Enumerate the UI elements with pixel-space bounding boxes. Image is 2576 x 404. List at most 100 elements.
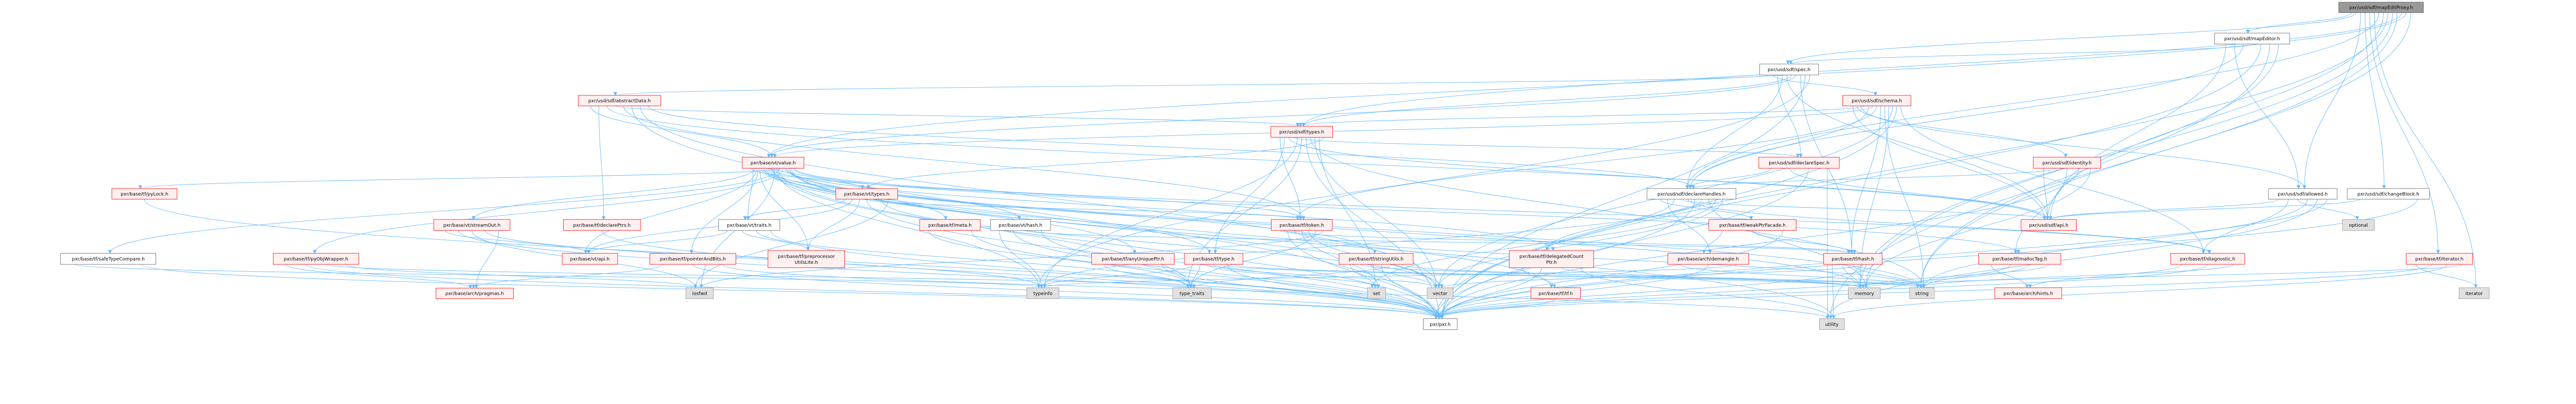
- node-tf-type[interactable]: pxr/base/tf/type.h: [1184, 253, 1243, 265]
- edge-root-to-allowed: [2302, 12, 2361, 189]
- node-change-block[interactable]: pxr/usd/sdf/changeBlock.h: [2347, 188, 2430, 199]
- edge-identity-to-malloc-tag: [2013, 168, 2067, 254]
- edge-map-editor-to-pxr: [1434, 44, 2261, 319]
- node-tf-hash[interactable]: pxr/base/tf/hash.h: [1823, 253, 1883, 265]
- node-box: [1026, 287, 1059, 299]
- node-iosfwd[interactable]: iosfwd: [685, 287, 714, 299]
- edge-stream-out-to-typeinfo: [485, 230, 1044, 289]
- node-weak-ptr-facade[interactable]: pxr/base/tf/weakPtrFacade.h: [1708, 219, 1797, 231]
- node-meta[interactable]: pxr/base/tf/meta.h: [919, 219, 981, 231]
- edge-schema-to-token: [1295, 106, 1877, 220]
- node-box: [768, 250, 845, 268]
- node-sdf-types[interactable]: pxr/usd/sdf/types.h: [1270, 126, 1333, 138]
- node-declare-handles[interactable]: pxr/usd/sdf/declareHandles.h: [1647, 188, 1736, 199]
- node-iterator-h[interactable]: pxr/base/tf/iterator.h: [2405, 253, 2473, 265]
- node-pragmas[interactable]: pxr/base/arch/pragmas.h: [435, 288, 514, 299]
- node-vt-hash[interactable]: pxr/base/vt/hash.h: [990, 219, 1051, 231]
- node-diagnostic[interactable]: pxr/base/tf/diagnostic.h: [2170, 253, 2245, 265]
- edge-malloc-tag-to-pxr: [1434, 264, 2030, 319]
- edge-any-unique-ptr-to-type-traits: [1104, 264, 1193, 289]
- node-typeinfo[interactable]: typeinfo: [1026, 287, 1059, 299]
- node-schema[interactable]: pxr/usd/sdf/schema.h: [1842, 95, 1911, 106]
- node-identity[interactable]: pxr/usd/sdf/identity.h: [2033, 157, 2101, 169]
- node-malloc-tag[interactable]: pxr/base/tf/mallocTag.h: [1978, 253, 2061, 265]
- edge-traits-to-preprocessor-utils-lite: [741, 230, 810, 251]
- edge-safe-type-compare-to-typeinfo: [74, 264, 1043, 289]
- node-any-unique-ptr[interactable]: pxr/base/tf/anyUniquePtr.h: [1091, 253, 1175, 265]
- node-label: pxr/base/vt/traits.h: [727, 223, 771, 228]
- node-label: pxr/usd/sdf/api.h: [2029, 223, 2069, 228]
- node-pointer-and-bits[interactable]: pxr/base/tf/pointerAndBits.h: [649, 253, 736, 265]
- node-allowed[interactable]: pxr/usd/sdf/allowed.h: [2268, 188, 2337, 199]
- node-value[interactable]: pxr/base/vt/value.h: [742, 157, 804, 169]
- node-set[interactable]: set: [1367, 287, 1386, 299]
- node-label: utility: [1825, 322, 1839, 327]
- edge-meta-to-type-traits: [928, 230, 1196, 289]
- node-layer: pxr/usd/sdf/mapEditProxy.hpxr/usd/sdf/ma…: [60, 2, 2489, 330]
- node-box: [990, 219, 1051, 231]
- edge-tf-hash-to-vector: [1440, 264, 1863, 289]
- node-box: [1978, 253, 2061, 265]
- node-abstract-data[interactable]: pxr/usd/sdf/abstractData.h: [578, 95, 662, 106]
- node-label: pxr/base/tf/pointerAndBits.h: [660, 257, 726, 262]
- edge-map-editor-to-spec: [1789, 44, 2252, 64]
- node-string-utils[interactable]: pxr/base/tf/stringUtils.h: [1338, 253, 1414, 265]
- edge-map-editor-to-declare-handles: [1688, 44, 2244, 189]
- node-label: pxr/base/tf/hash.h: [1832, 257, 1874, 262]
- edge-any-unique-ptr-to-pxr: [1161, 264, 1444, 319]
- node-label: pxr/base/tf/safeTypeCompare.h: [72, 257, 144, 262]
- node-box: [1423, 318, 1458, 330]
- edge-vt-hash-to-typeinfo: [999, 230, 1044, 289]
- edge-weak-ptr-facade-to-tf-hash: [1752, 230, 1854, 254]
- node-vt-types[interactable]: pxr/base/vt/types.h: [835, 188, 898, 199]
- node-label: pxr/usd/sdf/declareSpec.h: [1769, 161, 1829, 166]
- node-iterator[interactable]: iterator: [2459, 287, 2489, 299]
- node-safe-type-compare[interactable]: pxr/base/tf/safeTypeCompare.h: [60, 253, 156, 265]
- node-label: pxr/base/tf/tf.h: [1538, 291, 1573, 296]
- node-pxr[interactable]: pxr/pxr.h: [1423, 318, 1458, 330]
- node-map-editor[interactable]: pxr/usd/sdf/mapEditor.h: [2214, 32, 2290, 44]
- node-label: pxr/usd/sdf/types.h: [1279, 130, 1324, 135]
- edge-value-to-safe-type-compare: [108, 168, 780, 254]
- edge-spec-to-schema: [1773, 75, 1877, 96]
- edge-allowed-to-string: [1922, 199, 2308, 289]
- edge-spec-to-abstract-data: [614, 75, 1769, 96]
- edge-value-to-type-traits: [777, 168, 1193, 289]
- edge-value-to-diagnostic: [794, 168, 2211, 254]
- node-py-lock[interactable]: pxr/base/tf/pyLock.h: [111, 188, 178, 199]
- edge-py-obj-wrapper-to-iosfwd: [346, 264, 698, 289]
- node-vector[interactable]: vector: [1427, 287, 1453, 299]
- node-declare-ptrs[interactable]: pxr/base/tf/declarePtrs.h: [563, 219, 641, 231]
- node-string[interactable]: string: [1909, 287, 1935, 299]
- node-tf[interactable]: pxr/base/tf/tf.h: [1531, 287, 1581, 299]
- node-stream-out[interactable]: pxr/base/vt/streamOut.h: [433, 219, 511, 231]
- node-vt-api[interactable]: pxr/base/vt/api.h: [562, 253, 618, 265]
- node-py-obj-wrapper[interactable]: pxr/base/tf/pyObjWrapper.h: [273, 253, 359, 265]
- edge-identity-to-declare-handles: [1691, 168, 2056, 189]
- node-label: pxr/base/tf/diagnostic.h: [2180, 257, 2235, 262]
- edge-malloc-tag-to-string: [1922, 264, 2011, 289]
- node-demangle[interactable]: pxr/base/arch/demangle.h: [1667, 253, 1749, 265]
- node-sdf-api[interactable]: pxr/usd/sdf/api.h: [2021, 219, 2077, 231]
- node-type-traits[interactable]: type_traits: [1172, 287, 1212, 299]
- edge-spec-to-declare-handles: [1685, 75, 1783, 189]
- node-optional[interactable]: optional: [2342, 219, 2375, 231]
- edge-root-to-string: [1919, 12, 2411, 289]
- node-utility[interactable]: utility: [1819, 318, 1845, 330]
- node-box: [1184, 253, 1243, 265]
- edge-value-to-tf-type: [766, 168, 1211, 254]
- node-box: [2342, 219, 2375, 231]
- node-label: pxr/usd/sdf/declareHandles.h: [1657, 192, 1725, 197]
- node-spec[interactable]: pxr/usd/sdf/spec.h: [1759, 63, 1819, 75]
- node-hints[interactable]: pxr/base/arch/hints.h: [1994, 287, 2062, 299]
- node-label: pxr/base/tf/token.h: [1280, 223, 1324, 228]
- node-label: pxr/base/arch/pragmas.h: [446, 292, 504, 297]
- node-declare-spec[interactable]: pxr/usd/sdf/declareSpec.h: [1758, 157, 1840, 169]
- node-label: pxr/base/tf/delegatedCount: [1519, 254, 1584, 259]
- node-token[interactable]: pxr/base/tf/token.h: [1271, 219, 1333, 231]
- node-memory[interactable]: memory: [1848, 287, 1881, 299]
- node-label: optional: [2349, 223, 2368, 228]
- node-traits[interactable]: pxr/base/vt/traits.h: [718, 219, 781, 231]
